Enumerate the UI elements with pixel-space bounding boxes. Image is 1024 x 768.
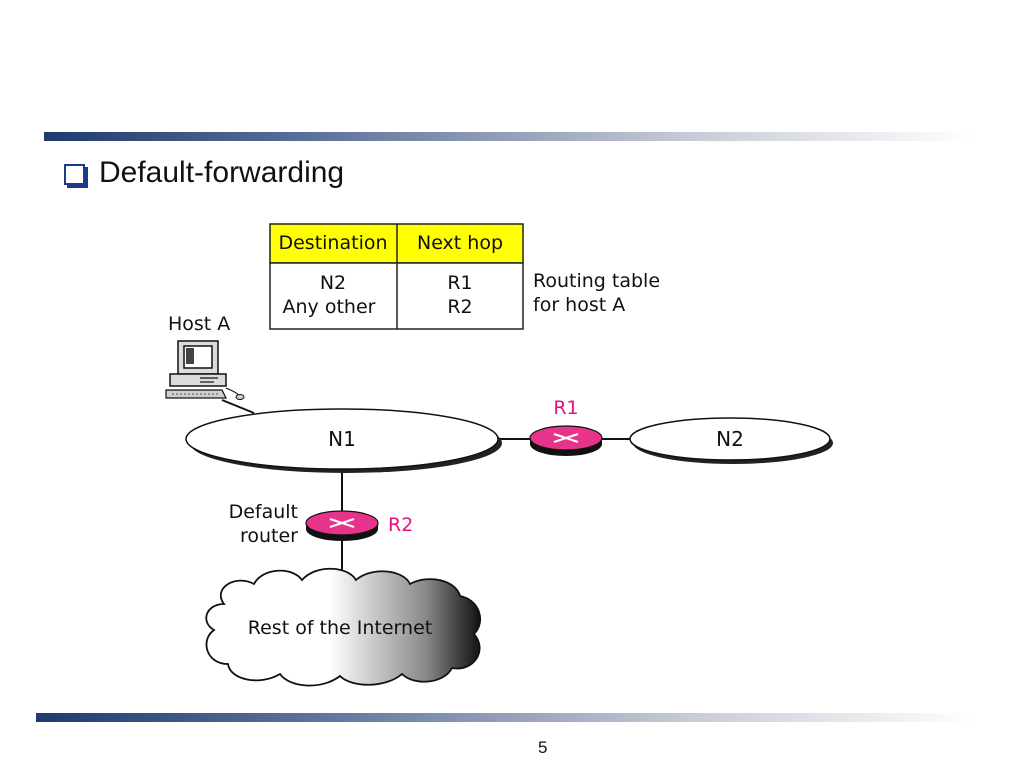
router-r2-label: R2 — [388, 514, 413, 536]
table-cell: R2 — [447, 296, 472, 318]
slide-title: Default-forwarding — [99, 156, 345, 189]
host-link — [221, 399, 255, 414]
router-r2-icon — [305, 510, 379, 541]
network-n1: N1 — [185, 408, 502, 473]
table-caption-line1: Routing table — [533, 270, 660, 292]
default-router-label-line2: router — [240, 525, 298, 547]
router-r1-label: R1 — [553, 397, 578, 419]
bottom-divider-bar — [36, 713, 976, 722]
computer-icon — [165, 340, 245, 400]
network-n2: N2 — [629, 417, 833, 464]
host-a-label: Host A — [168, 313, 230, 335]
page-number: 5 — [538, 738, 548, 757]
table-cell: N2 — [320, 272, 346, 294]
routing-table: Destination Next hop N2 R1 Any other R2 — [269, 223, 524, 330]
internet-cloud-label: Rest of the Internet — [248, 617, 432, 639]
router-r1-icon — [529, 425, 603, 456]
internet-cloud-icon: Rest of the Internet — [205, 567, 482, 687]
top-divider-bar — [44, 132, 974, 141]
table-header-next-hop: Next hop — [417, 232, 503, 254]
network-n2-label: N2 — [716, 427, 744, 451]
table-cell: Any other — [283, 296, 376, 318]
table-header-destination: Destination — [278, 232, 387, 254]
network-n1-label: N1 — [328, 427, 356, 451]
table-cell: R1 — [447, 272, 472, 294]
table-caption-line2: for host A — [533, 294, 625, 316]
checkbox-bullet-icon — [64, 163, 85, 185]
bullet-item: Default-forwarding — [64, 156, 344, 190]
default-router-label-line1: Default — [229, 501, 298, 523]
